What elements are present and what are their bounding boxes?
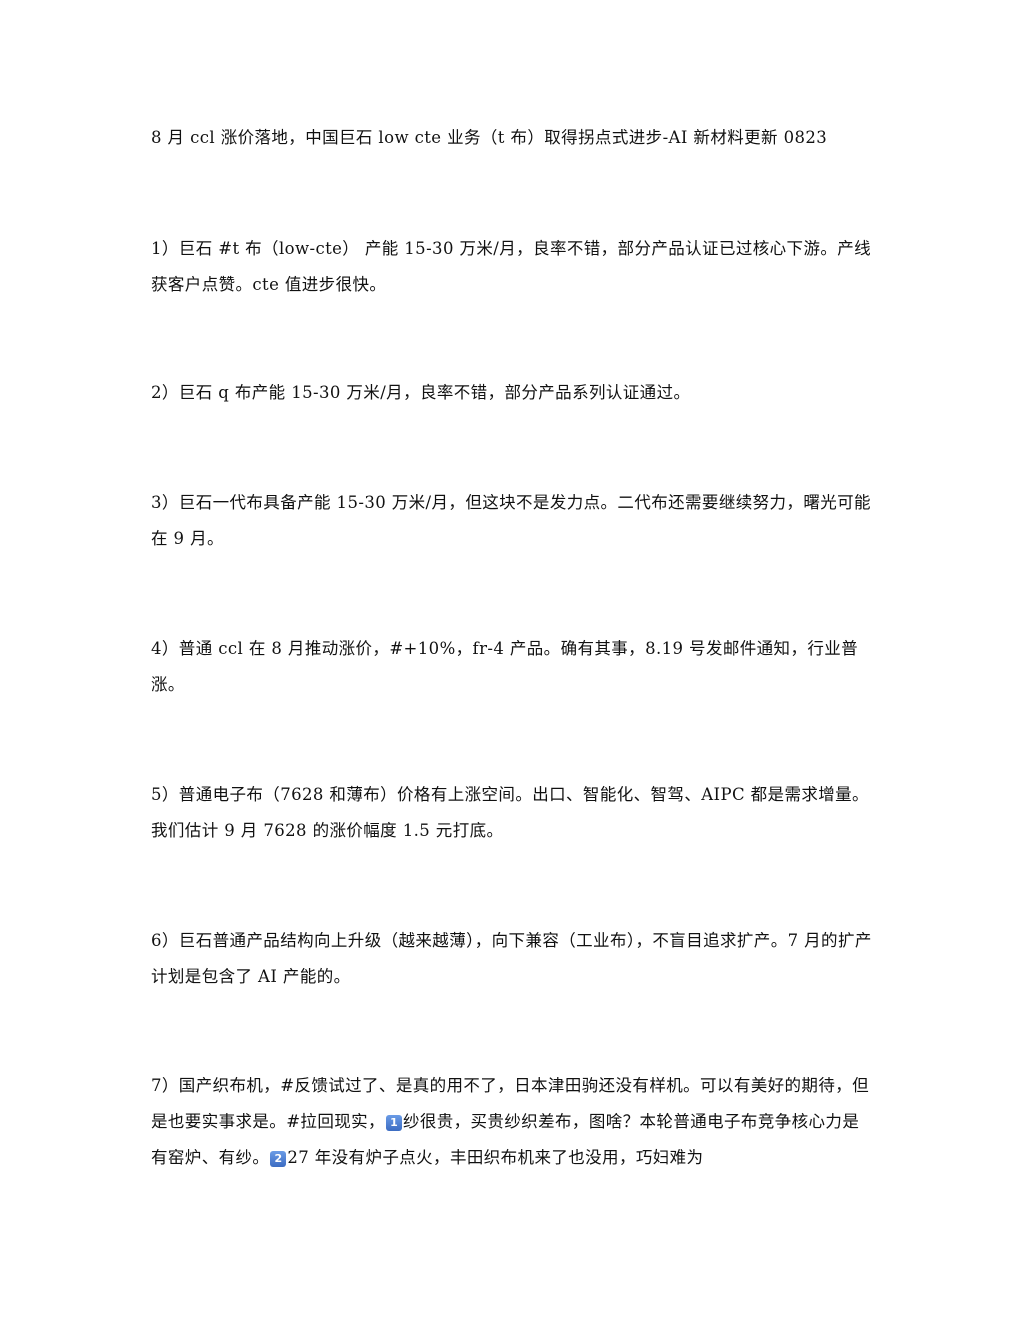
paragraph-5: 5）普通电子布（7628 和薄布）价格有上涨空间。出口、智能化、智驾、AIPC … (151, 785, 869, 840)
paragraph-4: 4）普通 ccl 在 8 月推动涨价，#+10%，fr-4 产品。确有其事，8.… (151, 639, 859, 694)
paragraph-7-part-2: 纱很贵，买贵纱织差布，图啥？本轮普通电子布竞争核心力是有窑炉、有纱。 (151, 1112, 860, 1167)
paragraph-7-part-3: 27 年没有炉子点火，丰田织布机来了也没用，巧妇难为 (287, 1148, 704, 1167)
paragraph-6: 6）巨石普通产品结构向上升级（越来越薄），向下兼容（工业布），不盲目追求扩产。7… (151, 931, 872, 986)
paragraph-1: 1）巨石 #t 布（low-cte） 产能 15-30 万米/月，良率不错，部分… (151, 239, 872, 294)
document-title: 8 月 ccl 涨价落地，中国巨石 low cte 业务（t 布）取得拐点式进步… (151, 128, 828, 147)
keycap-digit-two-icon: 2 (270, 1151, 287, 1167)
keycap-digit-one-icon: 1 (385, 1115, 402, 1131)
paragraph-7: 7）国产织布机，#反馈试过了、是真的用不了，日本津田驹还没有样机。可以有美好的期… (151, 1068, 873, 1176)
paragraph-3: 3）巨石一代布具备产能 15-30 万米/月，但这块不是发力点。二代布还需要继续… (151, 493, 871, 548)
paragraph-7-part-1: 7）国产织布机，#反馈试过了、是真的用不了，日本津田驹还没有样机。可以有美好的期… (151, 1076, 870, 1131)
paragraph-2: 2）巨石 q 布产能 15-30 万米/月，良率不错，部分产品系列认证通过。 (151, 383, 691, 402)
